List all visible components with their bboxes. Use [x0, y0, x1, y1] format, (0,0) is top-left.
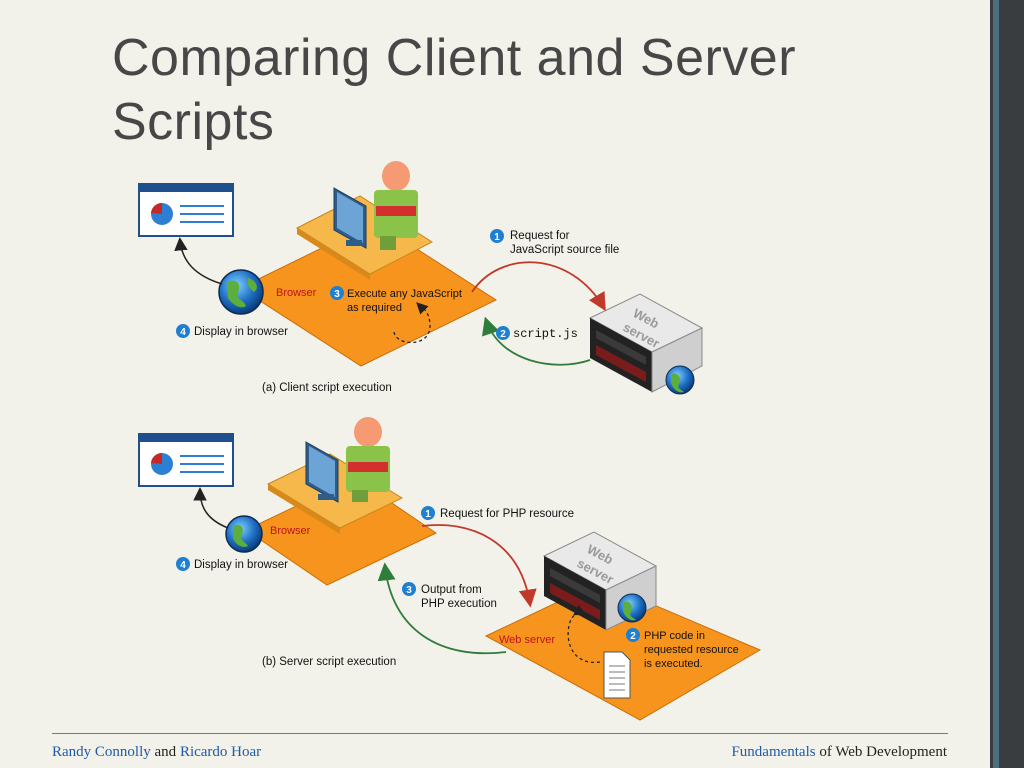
book-title-rest: of Web Development	[819, 744, 947, 760]
right-edge-accent	[993, 0, 999, 768]
step2-line2: requested resource	[644, 644, 739, 656]
step-badge	[176, 324, 190, 338]
caption-b: (b) Server script execution	[262, 656, 396, 668]
diagram-b: Web server Browser Web server 4 Display …	[138, 417, 762, 721]
step1-text: Request for PHP resource	[440, 508, 574, 520]
step1-line1: Request for	[510, 230, 570, 242]
diagram-a: Web server Browser 3 Execute any JavaScr…	[138, 161, 704, 395]
step2-filename: script.js	[513, 327, 578, 341]
step3-line1: Execute any JavaScript	[347, 288, 462, 300]
arrow-request	[471, 261, 606, 312]
monitor-icon	[305, 441, 339, 503]
footer-divider	[52, 733, 948, 734]
step-number: 2	[630, 631, 636, 642]
web-server-icon	[542, 531, 658, 631]
author-conjunction: and	[154, 744, 177, 760]
step-badge	[176, 557, 190, 571]
step2-line3: is executed.	[644, 658, 703, 670]
step-badge	[490, 229, 504, 243]
step3-line2: as required	[347, 302, 402, 314]
webserver-label: Web server	[499, 634, 555, 646]
browser-globe-icon	[218, 269, 264, 315]
step2-line1: PHP code in	[644, 630, 705, 642]
footer-authors: Randy Connolly and Ricardo Hoar	[52, 744, 261, 761]
arrow-response	[482, 316, 591, 366]
step-badge	[330, 286, 344, 300]
step-number: 4	[180, 327, 186, 338]
step-number: 2	[500, 329, 506, 340]
step3-line2: PHP execution	[421, 598, 497, 610]
step-number: 1	[425, 509, 431, 520]
monitor-icon	[333, 187, 367, 249]
arrow-request	[421, 524, 537, 608]
browser-window-icon	[138, 183, 234, 237]
author-1: Randy Connolly	[52, 744, 151, 760]
footer-book-title: Fundamentals of Web Development	[731, 744, 947, 761]
step-badge	[626, 628, 640, 642]
browser-globe-icon	[225, 515, 263, 553]
step-number: 3	[406, 585, 412, 596]
web-server-icon	[588, 293, 704, 395]
arrow-execute-loop	[567, 604, 601, 663]
step1-line2: JavaScript source file	[510, 244, 619, 256]
book-title-highlight: Fundamentals	[731, 744, 816, 760]
diagram-canvas: Web server Browser 3 Execute any JavaScr…	[138, 161, 762, 721]
step-badge	[421, 506, 435, 520]
step-number: 3	[334, 289, 340, 300]
browser-label: Browser	[276, 287, 317, 299]
step-badge	[402, 582, 416, 596]
user-person-icon	[346, 417, 390, 502]
step3-line1: Output from	[421, 584, 482, 596]
browser-window-icon	[138, 433, 234, 487]
author-2: Ricardo Hoar	[179, 744, 262, 760]
step-badge	[496, 326, 510, 340]
step4-text: Display in browser	[194, 326, 288, 338]
browser-label: Browser	[270, 525, 311, 537]
user-person-icon	[374, 161, 418, 250]
arrow-display	[193, 487, 229, 529]
caption-a: (a) Client script execution	[262, 382, 392, 394]
arrow-response	[377, 562, 507, 655]
arrow-execute-loop	[393, 302, 431, 344]
step-number: 1	[494, 232, 500, 243]
arrow-display	[174, 237, 223, 285]
step4-text: Display in browser	[194, 559, 288, 571]
slide-title: Comparing Client and Server Scripts	[112, 29, 797, 151]
step-number: 4	[180, 560, 186, 571]
php-document-icon	[603, 651, 631, 699]
